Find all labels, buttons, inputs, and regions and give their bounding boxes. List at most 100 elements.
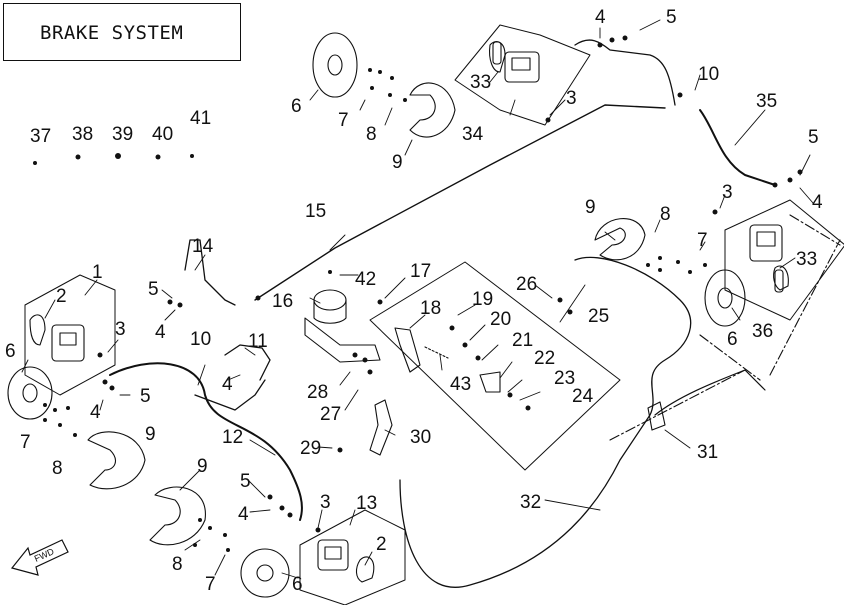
callout-19: 19 — [472, 289, 493, 310]
callout-3a: 3 — [115, 319, 126, 340]
callout-23: 23 — [554, 368, 575, 389]
spring-43 — [424, 346, 449, 359]
callout-11: 11 — [248, 331, 268, 352]
callout-4d: 4 — [155, 322, 166, 343]
brake-line-left-junction — [194, 379, 266, 411]
brake-disc-right — [704, 269, 746, 327]
callout-9c: 9 — [585, 197, 596, 218]
callout-15: 15 — [305, 201, 326, 222]
callout-16: 16 — [272, 291, 293, 312]
callout-7c: 7 — [697, 230, 708, 251]
callout-14: 14 — [192, 236, 214, 257]
title-box: BRAKE SYSTEM — [3, 3, 241, 61]
fwd-arrow-icon: FWD — [10, 539, 69, 576]
callout-31: 31 — [697, 442, 718, 463]
callout-35: 35 — [756, 91, 777, 112]
callout-6d: 6 — [291, 96, 302, 117]
callout-8b: 8 — [172, 554, 183, 575]
brake-line-15 — [254, 104, 666, 301]
callout-10a: 10 — [190, 329, 211, 350]
diagram-title: BRAKE SYSTEM — [40, 22, 184, 44]
brake-hose-35 — [699, 109, 776, 186]
callout-5e: 5 — [666, 7, 677, 28]
callout-20: 20 — [490, 309, 511, 330]
callout-8d: 8 — [366, 124, 377, 145]
group-box-front-left-caliper — [24, 274, 116, 396]
callout-43: 43 — [450, 374, 471, 395]
callout-3d: 3 — [566, 88, 577, 109]
callout-6c: 6 — [727, 329, 738, 350]
callout-33a: 33 — [470, 72, 491, 93]
sensor-31 — [647, 401, 666, 431]
callout-32: 32 — [520, 492, 541, 513]
brake-line-11 — [224, 344, 271, 381]
callout-4b: 4 — [222, 374, 233, 395]
callout-7a: 7 — [20, 432, 31, 453]
group-box-front-right-caliper-top — [454, 24, 591, 126]
callout-7d: 7 — [338, 110, 349, 131]
callout-17: 17 — [410, 261, 431, 282]
brake-disc-front-left — [7, 366, 53, 420]
callout-2b: 2 — [376, 534, 387, 555]
brake-line-top-right — [574, 39, 676, 106]
callout-25: 25 — [588, 306, 609, 327]
callout-2a: 2 — [56, 286, 67, 307]
callout-37: 37 — [30, 126, 51, 147]
callout-9b: 9 — [197, 456, 208, 477]
callout-13: 13 — [356, 493, 377, 514]
brake-line-14 — [184, 239, 236, 306]
brake-disc-top — [312, 32, 358, 98]
callout-6a: 6 — [5, 341, 16, 362]
callout-33b: 33 — [796, 249, 817, 270]
callout-21: 21 — [512, 330, 533, 351]
callout-labels: 1 2 3 6 4 5 7 8 9 10 11 4 12 9 5 4 8 7 6… — [5, 7, 823, 595]
brake-disc-rear — [240, 548, 290, 598]
brake-pedal-arm — [394, 327, 421, 373]
callout-4a: 4 — [90, 402, 101, 423]
caliper-right — [749, 224, 789, 291]
callout-34: 34 — [462, 124, 484, 145]
callout-40: 40 — [152, 124, 173, 145]
callout-6b: 6 — [292, 574, 303, 595]
disc-guard-rear — [149, 486, 206, 546]
callout-10b: 10 — [698, 64, 719, 85]
callout-30: 30 — [410, 427, 431, 448]
callout-4e: 4 — [812, 192, 823, 213]
callout-8a: 8 — [52, 458, 63, 479]
callout-4c: 4 — [238, 504, 249, 525]
callout-28: 28 — [307, 382, 328, 403]
callout-8c: 8 — [660, 204, 671, 225]
callout-leaders — [21, 19, 814, 579]
brake-pedal-30 — [369, 399, 393, 456]
callout-38: 38 — [72, 124, 93, 145]
disc-guard-top — [409, 82, 456, 138]
callout-36: 36 — [752, 321, 773, 342]
brake-pad-right — [774, 269, 784, 293]
callout-12: 12 — [222, 427, 243, 448]
group-box-rear-caliper — [299, 509, 406, 605]
callout-5c: 5 — [148, 279, 159, 300]
callout-9d: 9 — [392, 152, 403, 173]
disc-guard-front-left — [87, 431, 146, 490]
callout-3c: 3 — [722, 182, 733, 203]
group-box-pedal-assembly — [369, 261, 621, 471]
callout-42: 42 — [355, 269, 376, 290]
callout-5d: 5 — [808, 127, 819, 148]
brake-hose-12 — [109, 362, 303, 521]
disc-guard-right — [594, 218, 646, 261]
callout-3b: 3 — [320, 492, 331, 513]
caliper-front-left — [29, 314, 85, 362]
brake-line-32 — [399, 256, 692, 588]
callout-1: 1 — [92, 262, 103, 283]
bracket-21-22 — [479, 371, 501, 393]
callout-26: 26 — [516, 274, 537, 295]
callout-29: 29 — [300, 438, 321, 459]
callout-22: 22 — [534, 348, 555, 369]
hardware-dots — [33, 35, 803, 552]
callout-5b: 5 — [240, 471, 251, 492]
callout-9a: 9 — [145, 424, 156, 445]
callout-41: 41 — [190, 108, 211, 129]
callout-5a: 5 — [140, 386, 151, 407]
callout-18: 18 — [420, 298, 441, 319]
